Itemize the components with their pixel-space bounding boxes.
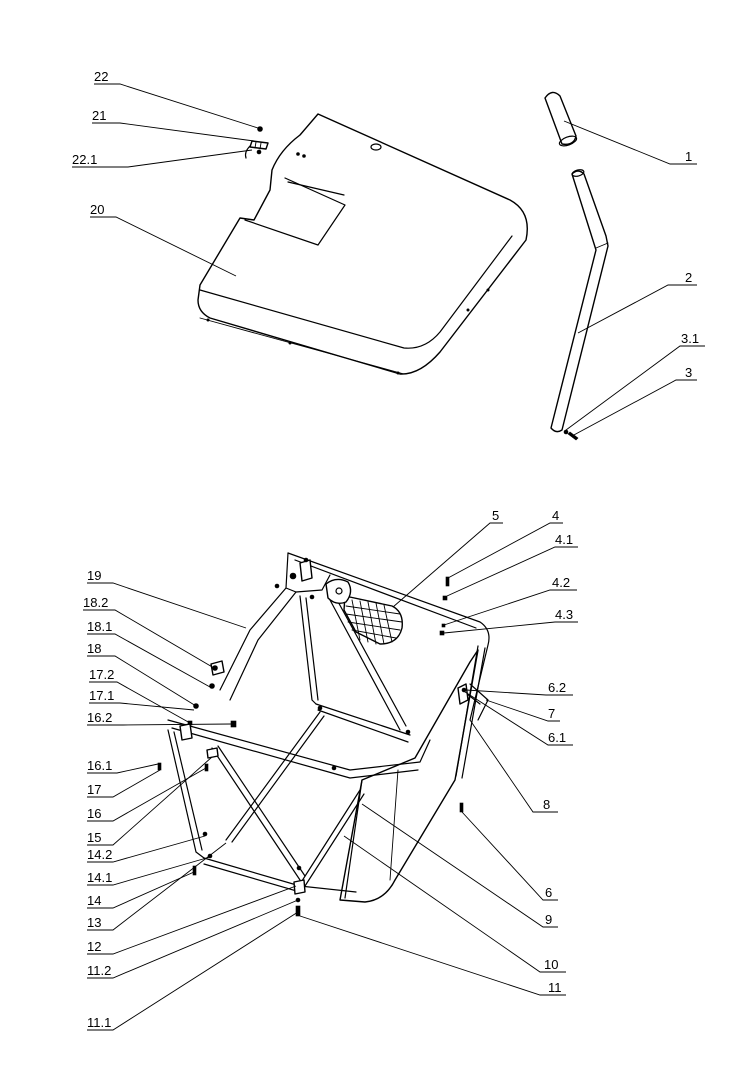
callout-18: 18 [87, 641, 101, 656]
callout-13: 13 [87, 915, 101, 930]
callout-22-1: 22.1 [72, 152, 97, 167]
callout-10: 10 [544, 957, 558, 972]
callout-9: 9 [545, 912, 552, 927]
callout-22: 22 [94, 69, 108, 84]
callout-19: 19 [87, 568, 101, 583]
part-20-cover [197, 113, 528, 375]
part-15-front-frame [167, 719, 431, 893]
part-21-bracket [249, 140, 269, 150]
callout-3: 3 [685, 365, 692, 380]
callout-5: 5 [492, 508, 499, 523]
callout-11-2: 11.2 [87, 963, 111, 978]
callout-2: 2 [685, 270, 692, 285]
callout-4-1: 4.1 [555, 532, 573, 547]
callout-7: 7 [548, 706, 555, 721]
callout-labels: 22 21 22.1 20 1 2 3.1 3 5 4 4.1 4.2 4.3 … [72, 69, 699, 1030]
callout-18-1: 18.1 [87, 619, 112, 634]
callout-16-1: 16.1 [87, 758, 112, 773]
callout-1: 1 [685, 149, 692, 164]
callout-14-1: 14.1 [87, 870, 112, 885]
callout-3-1: 3.1 [681, 331, 699, 346]
part-22-1-clip [244, 145, 262, 159]
part-2-handle-tube [550, 169, 609, 433]
callout-17-1: 17.1 [89, 688, 114, 703]
callout-14: 14 [87, 893, 101, 908]
callout-14-2: 14.2 [87, 847, 112, 862]
part-3-screw [567, 431, 579, 441]
callout-8: 8 [543, 797, 550, 812]
callout-12: 12 [87, 939, 101, 954]
part-22-nut [257, 126, 263, 132]
callout-11-1: 11.1 [87, 1015, 111, 1030]
callout-21: 21 [92, 108, 106, 123]
callout-4-3: 4.3 [555, 607, 573, 622]
part-3-1-washer [563, 429, 569, 435]
callout-6-1: 6.1 [548, 730, 566, 745]
callout-11: 11 [548, 980, 562, 995]
leader-lines [72, 83, 705, 1031]
part-19-frame [219, 552, 490, 743]
part-9-bag [339, 649, 479, 903]
callout-4: 4 [552, 508, 559, 523]
part-12-cross-struts [211, 597, 407, 887]
callout-17: 17 [87, 782, 101, 797]
callout-16-2: 16.2 [87, 710, 112, 725]
callout-6-2: 6.2 [548, 680, 566, 695]
callout-15: 15 [87, 830, 101, 845]
callout-18-2: 18.2 [83, 595, 108, 610]
callout-16: 16 [87, 806, 101, 821]
part-5-grille [325, 578, 403, 645]
part-1-grip [544, 91, 578, 147]
callout-17-2: 17.2 [89, 667, 114, 682]
callout-6: 6 [545, 885, 552, 900]
callout-20: 20 [90, 202, 104, 217]
callout-4-2: 4.2 [552, 575, 570, 590]
